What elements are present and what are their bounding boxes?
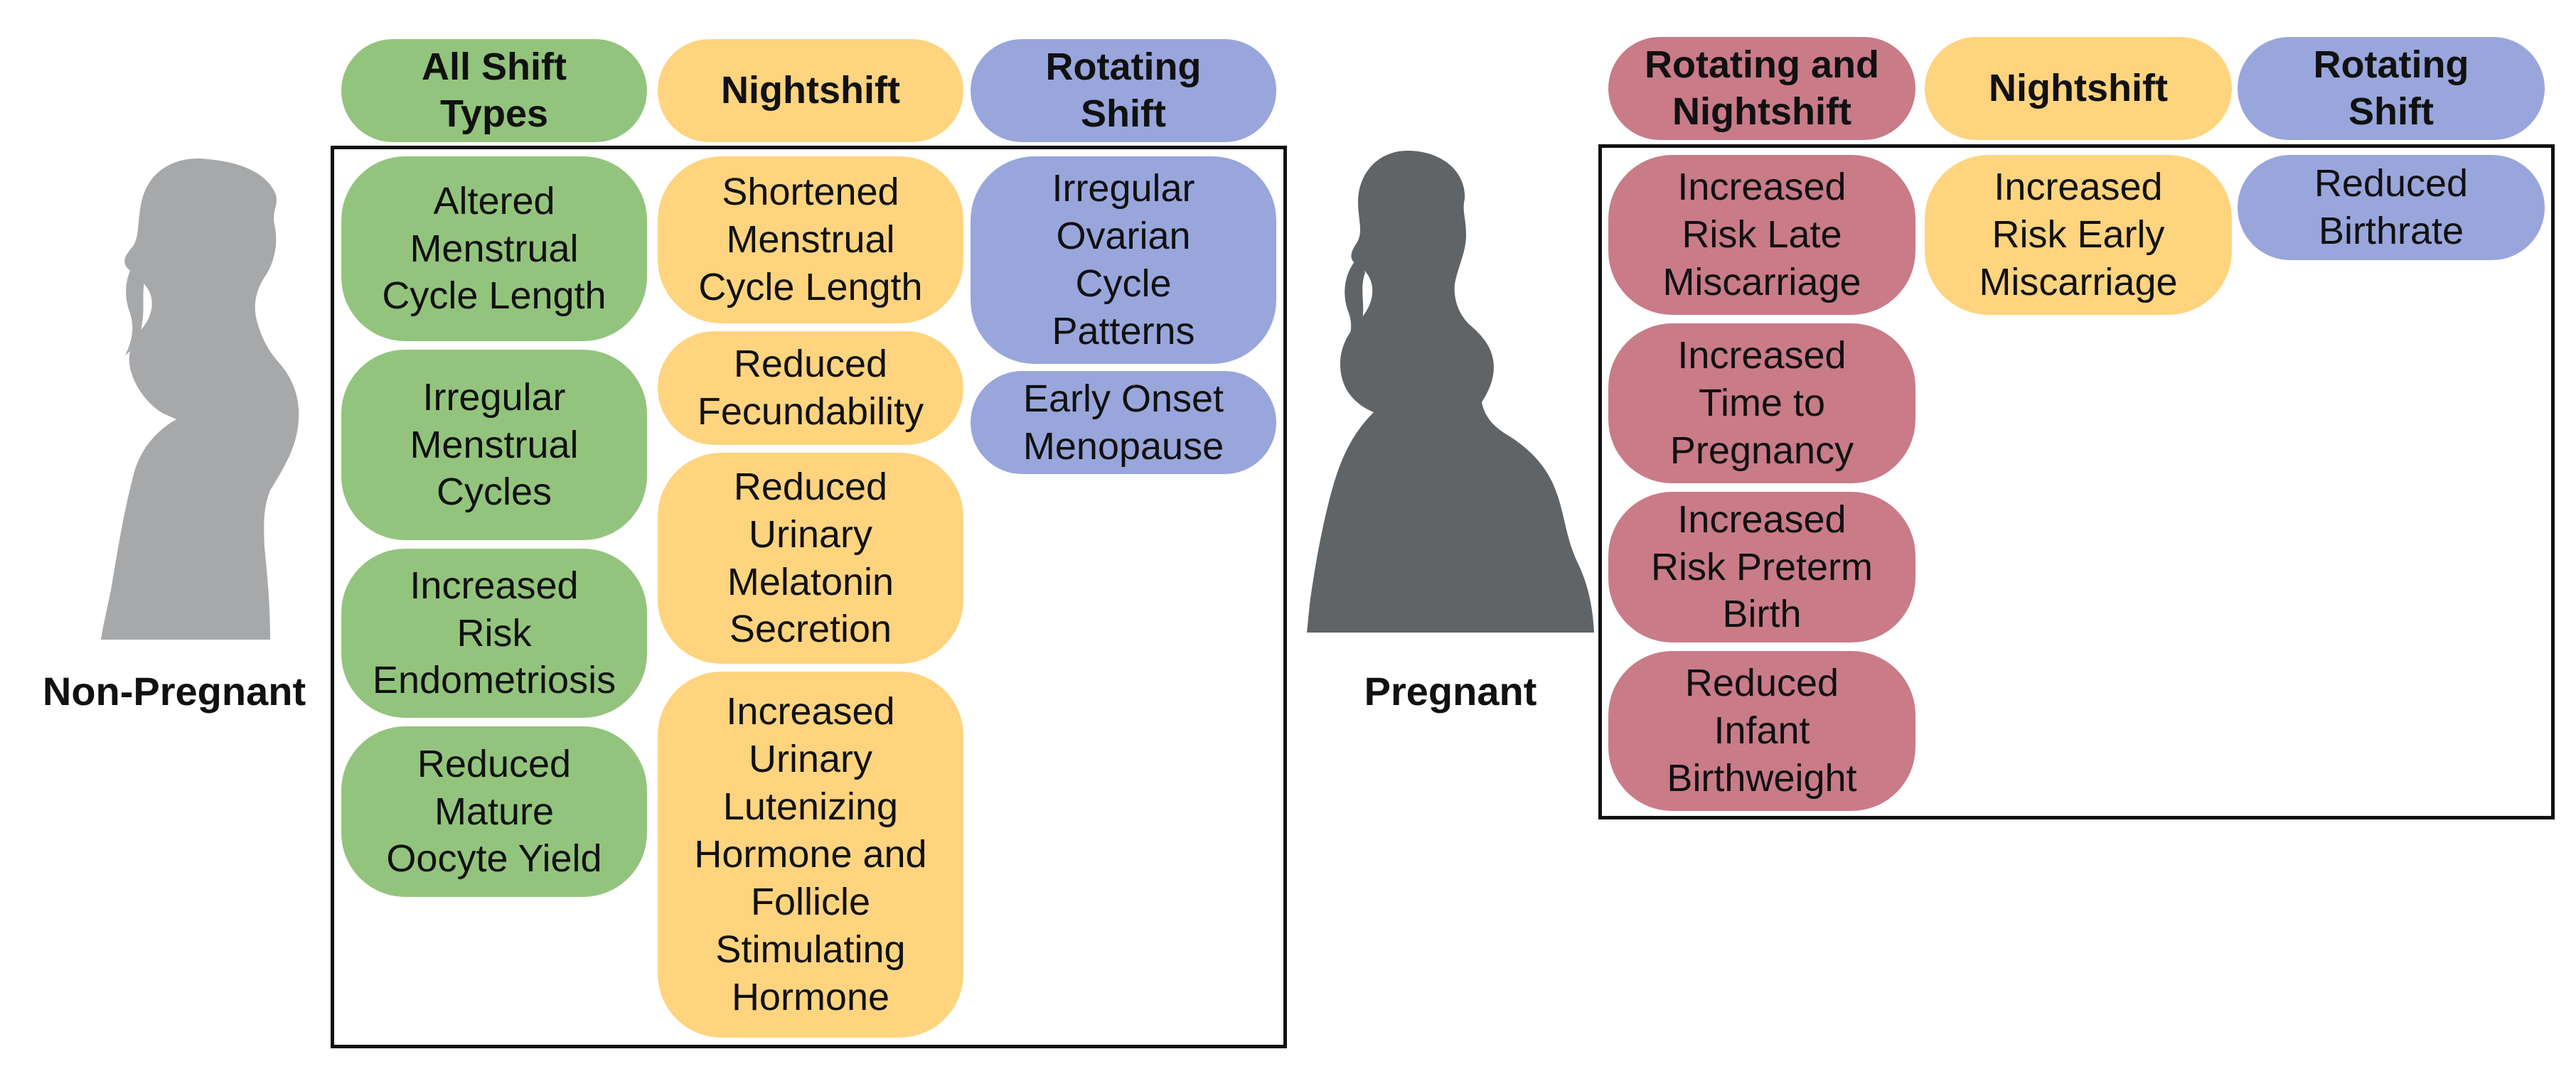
effect-increased-risk-preterm-birth: Increased Risk Preterm Birth xyxy=(1608,492,1915,642)
effect-increased-risk-endometriosis: Increased Risk Endometriosis xyxy=(341,549,647,718)
effect-increased-risk-early-miscarriage: Increased Risk Early Miscarriage xyxy=(1925,155,2232,315)
effect-reduced-fecundability: Reduced Fecundability xyxy=(658,331,963,445)
header-rotating-shift: Rotating Shift xyxy=(971,39,1276,142)
effect-reduced-infant-birthweight: Reduced Infant Birthweight xyxy=(1608,651,1915,811)
header-rotating-and-nightshift: Rotating and Nightshift xyxy=(1608,37,1915,140)
effect-increased-risk-late-miscarriage: Increased Risk Late Miscarriage xyxy=(1608,155,1915,315)
non-pregnant-label: Non-Pregnant xyxy=(42,669,306,714)
effect-irregular-menstrual-cycles: Irregular Menstrual Cycles xyxy=(341,350,647,540)
header-rotating-shift-pregnant: Rotating Shift xyxy=(2238,37,2545,140)
effect-irregular-ovarian-cycle-patterns: Irregular Ovarian Cycle Patterns xyxy=(971,156,1276,364)
effect-altered-menstrual-cycle-length: Altered Menstrual Cycle Length xyxy=(341,156,647,341)
pregnant-effects-frame xyxy=(1598,144,2555,819)
effect-increased-urinary-lh-fsh: Increased Urinary Lutenizing Hormone and… xyxy=(658,672,963,1038)
effect-early-onset-menopause: Early Onset Menopause xyxy=(971,371,1276,474)
non-pregnant-effects-frame xyxy=(331,146,1287,1048)
header-nightshift-pregnant: Nightshift xyxy=(1925,37,2232,140)
effect-reduced-mature-oocyte-yield: Reduced Mature Oocyte Yield xyxy=(341,726,647,897)
pregnant-silhouette-icon xyxy=(1307,151,1594,633)
header-all-shift-types: All Shift Types xyxy=(341,39,647,142)
effect-increased-time-to-pregnancy: Increased Time to Pregnancy xyxy=(1608,323,1915,483)
effect-shortened-menstrual-cycle-length: Shortened Menstrual Cycle Length xyxy=(658,156,963,323)
header-nightshift: Nightshift xyxy=(658,39,963,142)
effect-reduced-birthrate: Reduced Birthrate xyxy=(2238,155,2545,260)
pregnant-label: Pregnant xyxy=(1364,669,1537,714)
non-pregnant-silhouette-icon xyxy=(101,158,299,640)
effect-reduced-urinary-melatonin-secretion: Reduced Urinary Melatonin Secretion xyxy=(658,453,963,664)
